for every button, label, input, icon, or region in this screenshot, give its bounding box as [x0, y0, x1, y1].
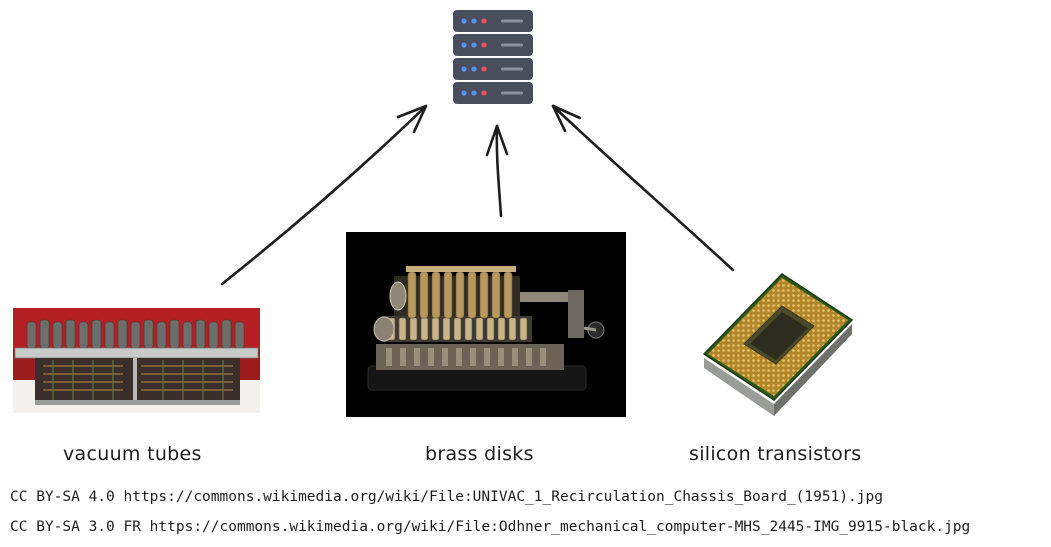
caption-brass-disks: brass disks [425, 443, 534, 465]
image-credit-odhner: CC BY-SA 3.0 FR https://commons.wikimedi… [10, 519, 971, 535]
odhner-mechanical-calculator-photo [346, 232, 626, 417]
server-unit-4 [453, 82, 533, 104]
vacuum-tube-chassis-photo [13, 308, 260, 413]
arrow-left [220, 104, 428, 286]
caption-silicon-transistors: silicon transistors [689, 443, 862, 465]
caption-vacuum-tubes: vacuum tubes [63, 443, 202, 465]
server-unit-2 [453, 34, 533, 56]
server-unit-1 [453, 10, 533, 32]
arrow-center [485, 124, 509, 218]
cpu-chip-photo [696, 268, 856, 418]
server-unit-3 [453, 58, 533, 80]
image-credit-univac: CC BY-SA 4.0 https://commons.wikimedia.o… [10, 489, 883, 505]
server-rack-icon [451, 8, 535, 108]
arrow-right [551, 104, 735, 272]
